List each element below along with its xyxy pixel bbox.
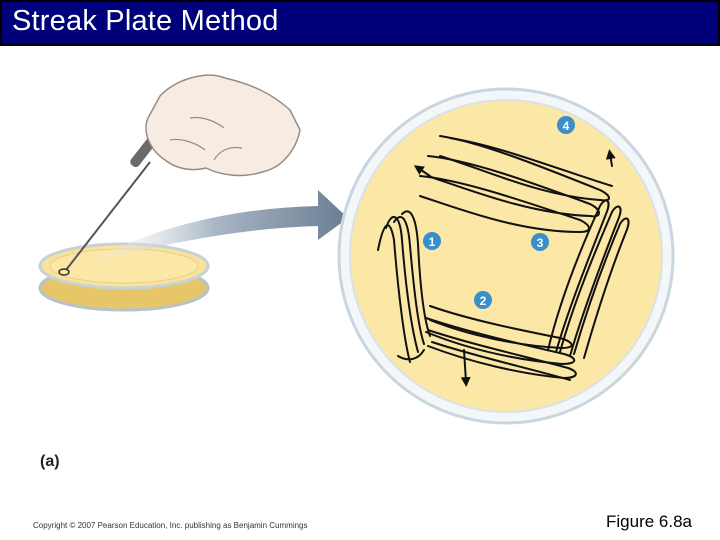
panel-label: (a) [40, 453, 60, 470]
title-bar: Streak Plate Method [0, 0, 720, 46]
step-badge-3: 3 [531, 233, 549, 251]
figure-reference: Figure 6.8a [606, 512, 692, 531]
streak-plate-illustration: 1 2 3 4 [38, 74, 675, 425]
small-petri-dish [38, 242, 210, 312]
copyright-text: Copyright © 2007 Pearson Education, Inc.… [33, 521, 308, 530]
svg-text:3: 3 [537, 236, 544, 250]
streak-lines [377, 135, 630, 387]
slide-title: Streak Plate Method [12, 5, 279, 37]
step-badge-2: 2 [474, 291, 492, 309]
svg-text:4: 4 [563, 119, 570, 133]
step-badge-1: 1 [423, 232, 441, 250]
svg-text:1: 1 [429, 235, 436, 249]
hand [145, 74, 301, 177]
svg-text:2: 2 [480, 294, 487, 308]
step-badge-4: 4 [557, 116, 575, 134]
large-petri-plate [337, 87, 675, 425]
step-badges: 1 2 3 4 [423, 116, 575, 309]
transfer-arrow [80, 190, 348, 266]
